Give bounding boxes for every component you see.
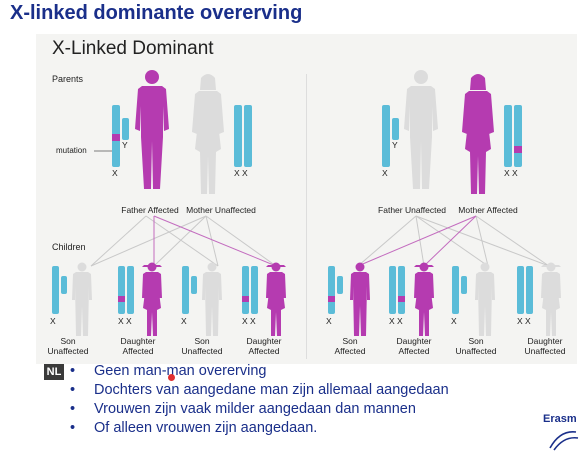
chrom-label-xx-right: X X: [504, 168, 518, 178]
bullet-text: Of alleen vrouwen zijn aangedaan.: [94, 420, 318, 436]
child-label: Daughter Unaffected: [524, 336, 566, 356]
child-label: Son Unaffected: [455, 336, 497, 356]
language-badge: NL: [44, 364, 64, 380]
mother-affected-figure: [462, 74, 494, 194]
father-chromosomes-right: [382, 105, 399, 167]
pedigree-drawing: [52, 70, 561, 336]
inheritance-lines-left: [90, 215, 277, 267]
chrom-label-y: Y: [122, 140, 128, 150]
family-divider: [306, 74, 307, 359]
parent-label: Mother Affected: [458, 205, 518, 215]
left-child-3: [182, 262, 222, 336]
mother-unaffected-figure: [192, 74, 224, 194]
right-child-1: [328, 262, 370, 336]
mother-chromosomes-right: [504, 105, 522, 167]
chrom-label-x-right: X: [382, 168, 388, 178]
right-child-2: [389, 262, 434, 336]
bullet-text: Geen man-man overerving: [94, 363, 267, 379]
parent-label: Father Unaffected: [378, 205, 446, 215]
father-chromosomes: [94, 105, 129, 167]
right-child-4: [517, 262, 561, 336]
father-unaffected-figure: [404, 70, 438, 189]
child-chrom-label: X: [326, 316, 332, 326]
bullet-text: Dochters van aangedane man zijn allemaal…: [94, 382, 449, 398]
bullet-list: •Geen man-man overerving •Dochters van a…: [70, 362, 570, 438]
father-affected-figure: [135, 70, 169, 189]
chrom-label-y-right: Y: [392, 140, 398, 150]
child-label: Son Unaffected: [47, 336, 89, 356]
child-label: Son Unaffected: [181, 336, 223, 356]
child-label: Son Affected: [334, 336, 366, 356]
chrom-label-xx: X X: [234, 168, 248, 178]
child-label: Daughter Affected: [246, 336, 282, 356]
child-chrom-label: X: [451, 316, 457, 326]
mutation-label: mutation: [56, 146, 87, 155]
left-child-1: [52, 262, 92, 336]
child-chrom-label: X X: [517, 316, 531, 326]
chrom-label-x: X: [112, 168, 118, 178]
logo-text: Erasm: [543, 413, 577, 425]
parent-label: Father Affected: [121, 205, 179, 215]
pointer-dot: [168, 374, 175, 381]
inheritance-figure: X-Linked Dominant Parents Children mutat…: [36, 34, 577, 364]
logo-mark-icon: [549, 431, 579, 451]
children-label: Children: [52, 242, 86, 252]
bullet-text: Vrouwen zijn vaak milder aangedaan dan m…: [94, 401, 416, 417]
child-chrom-label: X X: [389, 316, 403, 326]
parent-label: Mother Unaffected: [186, 205, 256, 215]
child-label: Daughter Affected: [396, 336, 432, 356]
bullet-item: •Vrouwen zijn vaak milder aangedaan dan …: [70, 401, 416, 417]
bullet-item: •Of alleen vrouwen zijn aangedaan.: [70, 420, 318, 436]
right-child-3: [452, 262, 495, 336]
figure-title: X-Linked Dominant: [52, 38, 214, 59]
left-child-2: [118, 262, 162, 336]
left-child-4: [242, 262, 286, 336]
bullet-item: •Geen man-man overerving: [70, 363, 267, 379]
child-chrom-label: X X: [242, 316, 256, 326]
child-label: Daughter Affected: [120, 336, 156, 356]
child-chrom-label: X: [50, 316, 56, 326]
inheritance-lines-right: [357, 215, 550, 267]
slide-title: X-linked dominante overerving: [10, 2, 303, 24]
child-chrom-label: X: [181, 316, 187, 326]
child-chrom-label: X X: [118, 316, 132, 326]
bullet-item: •Dochters van aangedane man zijn allemaa…: [70, 382, 449, 398]
mother-chromosomes: [234, 105, 252, 167]
parents-label: Parents: [52, 74, 84, 84]
